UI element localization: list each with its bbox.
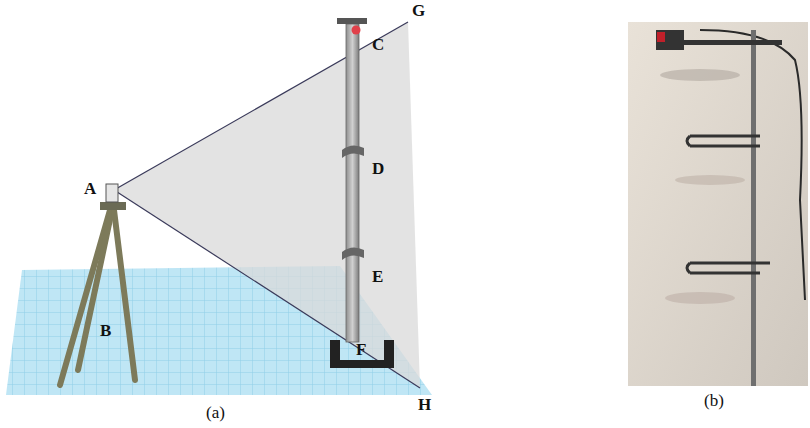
part-label: E xyxy=(372,268,383,285)
photo-camera xyxy=(656,30,684,50)
photo-clamp xyxy=(687,136,760,146)
view-edge xyxy=(114,22,408,190)
part-label: A xyxy=(84,180,96,197)
photo-background xyxy=(628,22,808,386)
clamp xyxy=(342,145,364,158)
part-label: G xyxy=(412,2,425,19)
red-marker xyxy=(352,26,361,35)
photo-pole xyxy=(751,30,756,386)
part-label: H xyxy=(418,396,431,413)
clamp xyxy=(342,247,364,260)
photo-clamp xyxy=(687,263,770,273)
field-of-view xyxy=(114,22,420,388)
tripod xyxy=(60,210,135,385)
stand-base xyxy=(330,340,394,368)
pole-cap xyxy=(337,18,367,24)
view-edge xyxy=(114,190,420,388)
tripod-head xyxy=(100,202,126,210)
photo-camera-red xyxy=(657,32,665,42)
part-label: B xyxy=(100,322,111,339)
part-label: C xyxy=(372,36,384,53)
part-label: F xyxy=(356,341,366,358)
part-label: D xyxy=(372,160,384,177)
panel-caption: (a) xyxy=(206,404,225,421)
stand-pole xyxy=(346,24,359,342)
panel-caption: (b) xyxy=(704,392,724,409)
camera xyxy=(106,184,118,202)
